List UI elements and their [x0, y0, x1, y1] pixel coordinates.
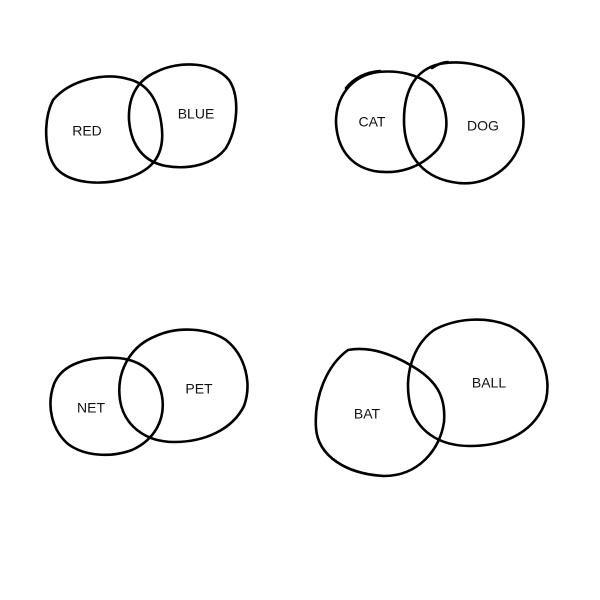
- venn-pair-2: CAT DOG: [334, 60, 525, 185]
- label-cat: CAT: [359, 114, 386, 130]
- right-circle-blue: [127, 63, 238, 169]
- dog-circle-start-tick: [430, 60, 450, 70]
- left-circle-net: [49, 356, 165, 457]
- cat-circle-start-tick: [344, 69, 382, 90]
- venn-pair-4: BAT BALL: [314, 318, 549, 478]
- label-red: RED: [72, 123, 102, 139]
- right-circle-ball: [406, 318, 549, 448]
- left-circle-cat: [334, 70, 448, 174]
- label-bat: BAT: [354, 406, 381, 422]
- label-blue: BLUE: [178, 106, 215, 122]
- label-net: NET: [77, 400, 105, 416]
- label-ball: BALL: [472, 375, 506, 391]
- left-circle-red: [44, 75, 164, 184]
- label-dog: DOG: [467, 118, 499, 134]
- venn-pair-3: NET PET: [49, 328, 249, 457]
- venn-pair-1: RED BLUE: [44, 63, 238, 184]
- right-circle-dog: [402, 61, 525, 185]
- right-circle-pet: [118, 328, 249, 444]
- label-pet: PET: [185, 381, 213, 397]
